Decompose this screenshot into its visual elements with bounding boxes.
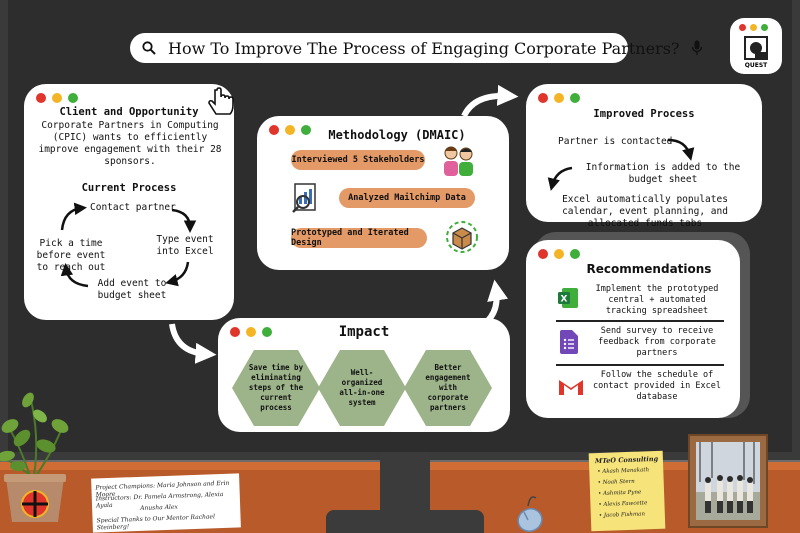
improved-step-1: Partner is contacted xyxy=(558,136,673,147)
window-dot-yellow xyxy=(554,249,564,259)
cycle-arrows xyxy=(60,202,197,288)
search-bar[interactable]: How To Improve The Process of Engaging C… xyxy=(130,33,703,63)
methodology-item-2: Analyzed Mailchimp Data xyxy=(339,188,475,208)
monitor-stand-base xyxy=(326,510,484,533)
team-sticky-note: MTeO Consulting • Akash Manakath • Noah … xyxy=(588,450,666,532)
team-member-name: Akash Manakath xyxy=(602,467,650,475)
recommendation-1: Implement the prototyped central + autom… xyxy=(595,284,719,316)
prototype-box-icon xyxy=(446,221,478,253)
improved-step-3: Excel automatically populates calendar, … xyxy=(562,194,728,229)
window-dot-yellow xyxy=(246,327,256,337)
microphone-icon[interactable] xyxy=(691,40,703,56)
team-member-name: Ashmita Pyne xyxy=(602,489,642,497)
window-dot-red xyxy=(269,125,279,135)
gmail-icon xyxy=(559,378,583,395)
credits-note: Project Champions: Maria Johnson and Eri… xyxy=(91,473,241,533)
improved-process-card: Improved Process Partner is contacted In… xyxy=(526,84,762,229)
client-title: Client and Opportunity xyxy=(59,106,199,118)
window-dot-green xyxy=(301,125,311,135)
team-title: MTeO Consulting xyxy=(594,454,659,466)
current-step-2: Type event into Excel xyxy=(156,234,214,257)
google-forms-icon xyxy=(560,330,578,354)
page-title: How To Improve The Process of Engaging C… xyxy=(168,38,680,58)
potted-plant xyxy=(0,392,69,522)
improved-step-2: Information is added to the budget sheet xyxy=(585,162,741,185)
improved-title: Improved Process xyxy=(593,108,695,120)
team-photo-frame xyxy=(688,434,768,528)
window-dot-red xyxy=(538,249,548,259)
client-card: Client and Opportunity Corporate Partner… xyxy=(24,84,234,320)
recommendations-title: Recommendations xyxy=(586,262,712,276)
window-dot-red xyxy=(36,93,46,103)
data-analysis-icon xyxy=(292,183,316,213)
window-dot-yellow xyxy=(554,93,564,103)
client-body: Corporate Partners in Computing (CPIC) w… xyxy=(38,120,222,167)
impact-title: Impact xyxy=(338,324,390,340)
divider xyxy=(556,320,724,322)
improved-arrows xyxy=(547,138,695,191)
team-member-name: Alexis Fawcette xyxy=(603,500,648,508)
impact-card: Impact Save time by eliminating steps of… xyxy=(218,318,510,432)
window-dot-green xyxy=(262,327,272,337)
window-dot-red xyxy=(538,93,548,103)
team-photo xyxy=(696,442,760,520)
excel-icon: X xyxy=(558,288,578,308)
quest-logo: QUEST xyxy=(730,18,782,74)
team-member-2: • Noah Stern xyxy=(597,478,635,487)
window-dot-yellow xyxy=(750,24,757,31)
methodology-item-1: Interviewed 5 Stakeholders xyxy=(291,150,425,170)
credits-line-3: Anusha Alex xyxy=(140,503,178,512)
window-dot-green xyxy=(761,24,768,31)
recommendations-card: Recommendations X Implement the prototyp… xyxy=(526,240,740,418)
svg-text:X: X xyxy=(561,295,568,305)
window-dot-yellow xyxy=(52,93,62,103)
flow-arrows xyxy=(169,84,519,364)
recommendation-3: Follow the schedule of contact provided … xyxy=(593,370,721,402)
computer-mouse xyxy=(517,496,543,532)
team-member-4: • Alexis Fawcette xyxy=(598,500,648,509)
team-member-5: • Jacob Fishman xyxy=(598,511,646,519)
team-member-name: Jacob Fishman xyxy=(603,511,646,519)
window-dot-green xyxy=(570,249,580,259)
window-dot-yellow xyxy=(285,125,295,135)
team-member-3: • Ashmita Pyne xyxy=(597,489,642,498)
logo-text: QUEST xyxy=(744,62,768,69)
window-dot-red xyxy=(739,24,746,31)
methodology-item-3: Prototyped and Iterated Design xyxy=(291,228,427,248)
hand-cursor-icon xyxy=(205,87,234,115)
current-step-1: Contact partner xyxy=(90,202,176,213)
stakeholders-icon xyxy=(444,146,473,176)
quest-q-icon xyxy=(744,36,768,60)
window-dot-green xyxy=(68,93,78,103)
window-dot-green xyxy=(570,93,580,103)
current-process-title: Current Process xyxy=(81,182,177,194)
team-member-1: • Akash Manakath xyxy=(597,467,650,476)
methodology-title: Methodology (DMAIC) xyxy=(328,128,466,142)
search-icon xyxy=(142,41,156,55)
divider xyxy=(556,364,724,366)
recommendation-2: Send survey to receive feedback from cor… xyxy=(598,326,716,358)
window-dot-red xyxy=(230,327,240,337)
methodology-card: Methodology (DMAIC) Interviewed 5 Stakeh… xyxy=(257,116,509,270)
current-step-3: Add event to budget sheet xyxy=(97,278,167,301)
team-member-name: Noah Stern xyxy=(602,478,635,486)
